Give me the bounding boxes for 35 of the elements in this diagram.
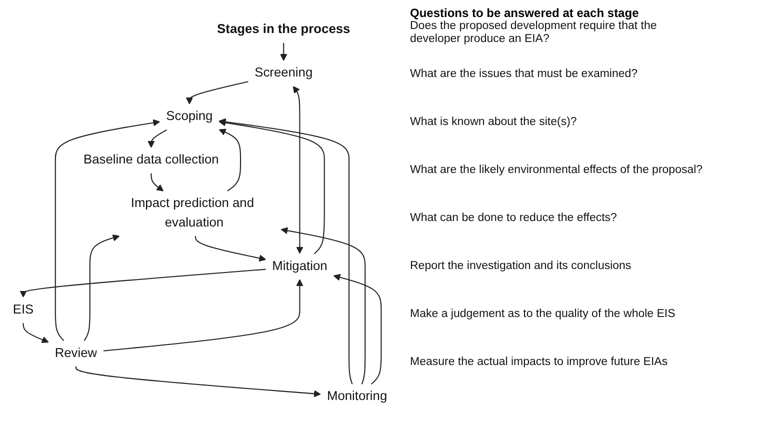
column-heading: Questions to be answered at each stage: [410, 6, 639, 20]
arrow: [54, 119, 160, 342]
arrow: [84, 234, 120, 341]
arrow: [186, 81, 248, 104]
arrow: [218, 118, 353, 384]
question-text: What is known about the site(s)?: [410, 116, 578, 129]
arrow: [218, 119, 325, 254]
node-text: Mitigation: [272, 259, 328, 274]
arrow: [148, 129, 168, 148]
question-text: What are the issues that must be examined?: [410, 68, 639, 81]
arrow: [280, 42, 288, 61]
node-text: Stages in the process: [217, 22, 350, 36]
arrow: [194, 236, 266, 262]
arrow: [75, 366, 321, 398]
node-text: Monitoring: [326, 390, 388, 404]
question-text: Make a judgement as to the quality of the whole EIS: [410, 308, 676, 321]
node-text: Review: [54, 346, 98, 360]
arrow: [280, 227, 366, 384]
arrow: [292, 86, 304, 254]
arrow: [150, 173, 164, 192]
question-text: What are the likely environmental effects of the proposal?: [410, 164, 704, 177]
node-text: Baseline data collection: [84, 153, 219, 167]
arrow: [20, 268, 266, 298]
node-text: EIS: [12, 302, 34, 317]
node-text: Screening: [254, 66, 313, 80]
node-text: Impact prediction and evaluation: [130, 196, 254, 230]
node-text: Scoping: [166, 110, 213, 124]
arrow: [218, 128, 242, 192]
arrow: [22, 322, 49, 344]
arrow: [103, 279, 304, 352]
question-text: Report the investigation and its conclusions: [410, 260, 632, 273]
arrow: [333, 274, 382, 385]
question-text: Does the proposed development require that the developer produce an EIA?: [410, 20, 658, 46]
question-text: Measure the actual impacts to improve future EIAs: [410, 356, 669, 369]
question-text: What can be done to reduce the effects?: [410, 212, 618, 225]
